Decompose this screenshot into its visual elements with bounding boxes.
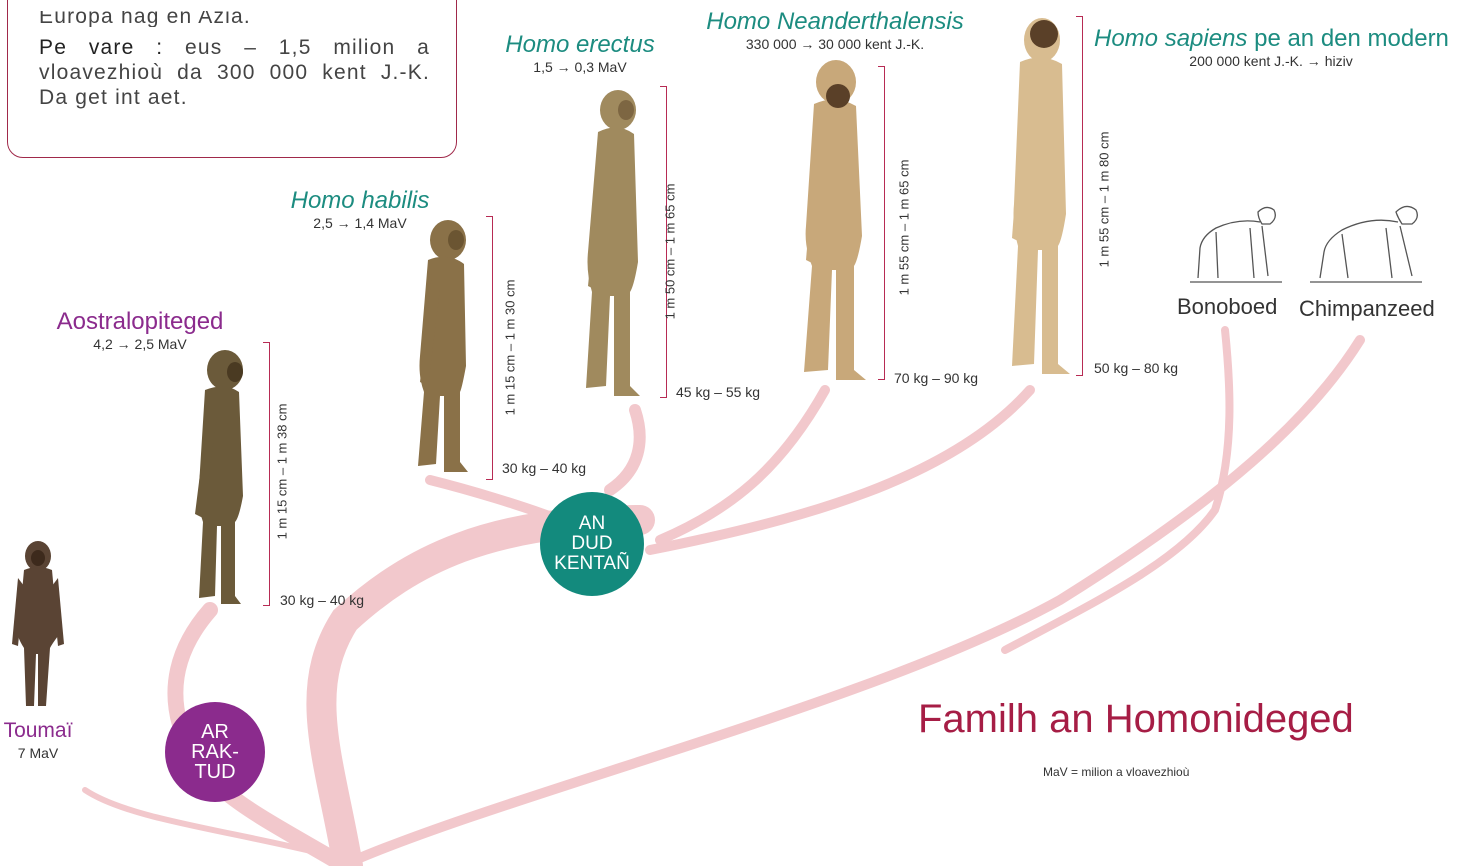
homo-neanderthalensis-height-bracket: [878, 66, 885, 380]
homo-sapiens-date: 200 000 kent J.-K. → hiziv: [1094, 52, 1448, 70]
homo-habilis-height: 1 m 15 cm – 1 m 30 cm: [503, 260, 518, 436]
toumai-name: Toumaï: [0, 718, 78, 744]
homo-neanderthalensis-label: Homo Neanderthalensis 330 000 → 30 000 k…: [690, 9, 980, 53]
homo-erectus-weight: 45 kg – 55 kg: [676, 384, 760, 400]
homo-sapiens-label: Homo sapiens pe an den modern 200 000 ke…: [1094, 26, 1448, 70]
info-box-label: Pe vare :: [39, 36, 163, 59]
homo-erectus-height: 1 m 50 cm – 1 m 65 cm: [663, 164, 678, 340]
homo-sapiens-height-bracket: [1076, 16, 1083, 376]
homo-neanderthalensis-name: Homo Neanderthalensis: [690, 9, 980, 35]
homo-sapiens-name-suffix: pe an den modern: [1247, 25, 1448, 52]
homo-sapiens-name: Homo sapiens: [1094, 25, 1247, 52]
legend-note: MaV = milion a vloavezhioù: [1043, 765, 1189, 779]
australopithecus-name: Aostralopiteged: [40, 309, 240, 335]
node-an-dud-kentan-line3: KENTAÑ: [554, 554, 630, 574]
info-box: Europa hag en Azia. Pe vare : eus – 1,5 …: [7, 0, 457, 158]
toumai-date: 7 MaV: [0, 744, 78, 762]
chimpanzee-sketch-icon: [1306, 196, 1426, 288]
bonobo-sketch-icon: [1188, 198, 1284, 288]
node-an-dud-kentan-line2: DUD: [571, 534, 612, 554]
homo-neanderthalensis-height: 1 m 55 cm – 1 m 65 cm: [897, 140, 912, 316]
homo-habilis-figure: [398, 216, 488, 480]
homo-neanderthalensis-figure: [790, 56, 886, 386]
homo-erectus-label: Homo erectus 1,5 → 0,3 MaV: [490, 32, 670, 76]
node-ar-raktud: AR RAK- TUD: [165, 702, 265, 802]
australopithecus-height: 1 m 15 cm – 1 m 38 cm: [275, 384, 290, 560]
node-an-dud-kentan-line1: AN: [579, 514, 605, 534]
homo-sapiens-height: 1 m 55 cm – 1 m 80 cm: [1097, 112, 1112, 288]
info-box-prev-text: Europa hag en Azia.: [39, 11, 251, 27]
toumai-label: Toumaï 7 MaV: [0, 718, 78, 762]
homo-neanderthalensis-weight: 70 kg – 90 kg: [894, 370, 978, 386]
homo-sapiens-figure: [1000, 14, 1084, 380]
australopithecus-label: Aostralopiteged 4,2 → 2,5 MaV: [40, 309, 240, 353]
node-ar-raktud-line3: TUD: [194, 762, 235, 782]
homo-erectus-date: 1,5 → 0,3 MaV: [490, 58, 670, 76]
node-ar-raktud-line2: RAK-: [191, 742, 239, 762]
homo-sapiens-weight: 50 kg – 80 kg: [1094, 360, 1178, 376]
homo-habilis-name: Homo habilis: [270, 188, 450, 214]
homo-habilis-date: 2,5 → 1,4 MaV: [270, 214, 450, 232]
homo-habilis-label: Homo habilis 2,5 → 1,4 MaV: [270, 188, 450, 232]
bonobo-label: Bonoboed: [1177, 294, 1277, 320]
homo-habilis-weight: 30 kg – 40 kg: [502, 460, 586, 476]
toumai-figure: [8, 536, 68, 712]
homo-erectus-name: Homo erectus: [490, 32, 670, 58]
node-an-dud-kentan: AN DUD KENTAÑ: [540, 492, 644, 596]
australopithecus-date: 4,2 → 2,5 MaV: [40, 335, 240, 353]
australopithecus-height-bracket: [263, 342, 270, 606]
homo-erectus-figure: [568, 86, 662, 402]
node-ar-raktud-line1: AR: [201, 722, 229, 742]
homo-neanderthalensis-date: 330 000 → 30 000 kent J.-K.: [690, 35, 980, 53]
homo-habilis-height-bracket: [486, 216, 493, 480]
diagram-title: Familh an Homonideged: [918, 697, 1354, 742]
chimpanzee-label: Chimpanzeed: [1299, 296, 1435, 322]
australopithecus-weight: 30 kg – 40 kg: [280, 592, 364, 608]
australopithecus-figure: [181, 346, 263, 610]
